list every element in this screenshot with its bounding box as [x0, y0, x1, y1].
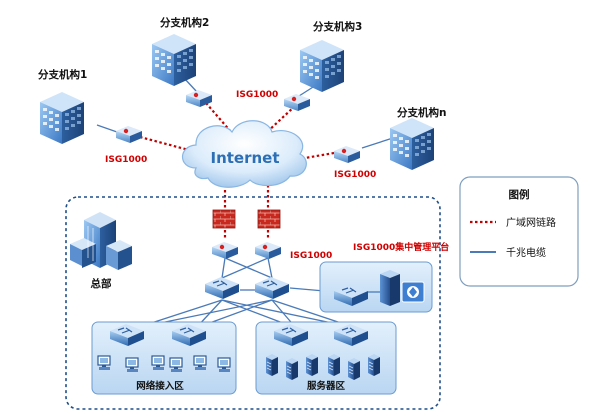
mgmt-server-icon [380, 270, 400, 306]
isg-branch1-icon [116, 126, 142, 143]
server-tower-icon [347, 357, 361, 381]
workstation-icon [97, 355, 111, 371]
legend-gigabit-label: 千兆电缆 [506, 246, 546, 259]
gigabit-isg-core-l [221, 257, 226, 279]
server-zone [255, 321, 397, 395]
server-zone-label: 服务器区 [307, 380, 346, 392]
isg-hq-label: ISG1000 [290, 251, 332, 261]
branch3-building-icon [300, 40, 344, 92]
workstation-icon [151, 355, 165, 371]
gigabit-links [96, 77, 397, 361]
isg-branch3-icon [284, 94, 310, 111]
mgmt-software-logo-icon [401, 281, 425, 303]
brick-firewall-left-icon [212, 209, 236, 229]
gigabit-branch1 [96, 124, 118, 133]
branchn-building-icon [390, 118, 434, 170]
isg-branchn-label: ISG1000 [334, 170, 376, 180]
branch3-label: 分支机构3 [313, 20, 362, 33]
isg-branchn-icon [334, 146, 360, 163]
hq-label: 总部 [91, 277, 112, 290]
server-tower-icon [285, 357, 299, 381]
workstation-icon [217, 357, 231, 373]
internet-cloud-icon [181, 120, 307, 188]
isg-branch2-label: ISG1000 [236, 90, 278, 100]
mgmt-zone [319, 261, 433, 313]
server-tower-icon [265, 353, 279, 377]
isg-hq-left-icon [212, 242, 238, 259]
gigabit-isg-cross-2 [221, 257, 269, 279]
branch2-label: 分支机构2 [160, 16, 209, 29]
server-tower-icon [305, 353, 319, 377]
isg-hq-right-icon [255, 242, 281, 259]
workstation-icon [125, 357, 139, 373]
core-switch-left-icon [204, 276, 240, 300]
server-tower-icon [367, 353, 381, 377]
hq-tower-icon [70, 212, 132, 270]
core-switch-right-icon [254, 276, 290, 300]
legend-wan-label: 广域网链路 [506, 216, 556, 229]
isg-branch1-label: ISG1000 [105, 155, 147, 165]
branchn-label: 分支机构n [397, 106, 446, 119]
brick-firewall-right-icon [257, 209, 281, 229]
access-zone-label: 网络接入区 [136, 380, 184, 392]
wan-link-branch3 [265, 105, 296, 134]
branch1-building-icon [40, 92, 84, 144]
legend-title: 图例 [509, 188, 530, 201]
workstation-icon [169, 357, 183, 373]
access-zone [91, 321, 237, 395]
wan-link-branchn [304, 151, 335, 160]
branch1-label: 分支机构1 [38, 68, 87, 81]
gigabit-isg-cross-1 [224, 257, 273, 279]
server-tower-icon [327, 353, 341, 377]
hq-boundary [65, 196, 441, 410]
mgmt-label: ISG1000集中管理平台 [353, 241, 449, 253]
branch2-building-icon [152, 34, 196, 86]
wan-link-branch2 [205, 102, 233, 134]
legend: 图例 广域网链路 千兆电缆 [459, 176, 579, 287]
internet-label: Internet [210, 149, 279, 167]
gigabit-isg-core-r [267, 257, 273, 279]
workstation-icon [193, 355, 207, 371]
